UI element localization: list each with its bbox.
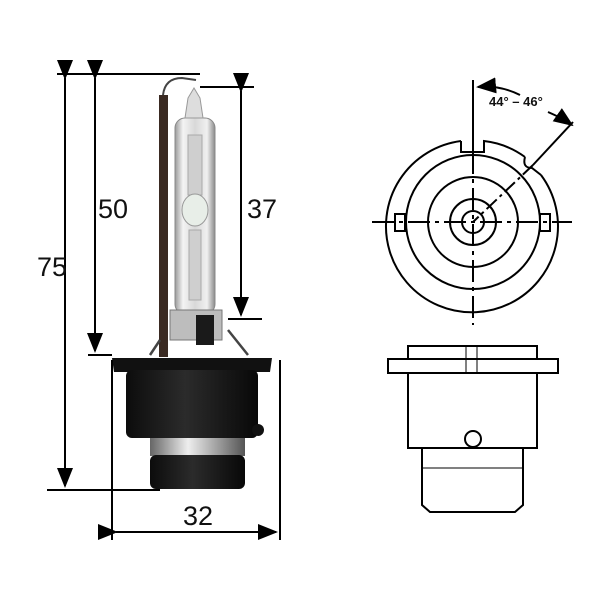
dim-base-width: 32 [183,501,213,531]
dimension-lines [47,60,281,540]
side-view-drawing [387,345,559,513]
dim-height-50: 50 [98,194,128,224]
top-view-drawing [372,77,574,325]
bulb-photo [112,76,272,489]
return-wire [159,95,168,357]
dim-overall-height: 75 [37,252,67,282]
angle-label: 44° – 46° [489,94,543,109]
dim-capsule-length: 37 [247,194,277,224]
